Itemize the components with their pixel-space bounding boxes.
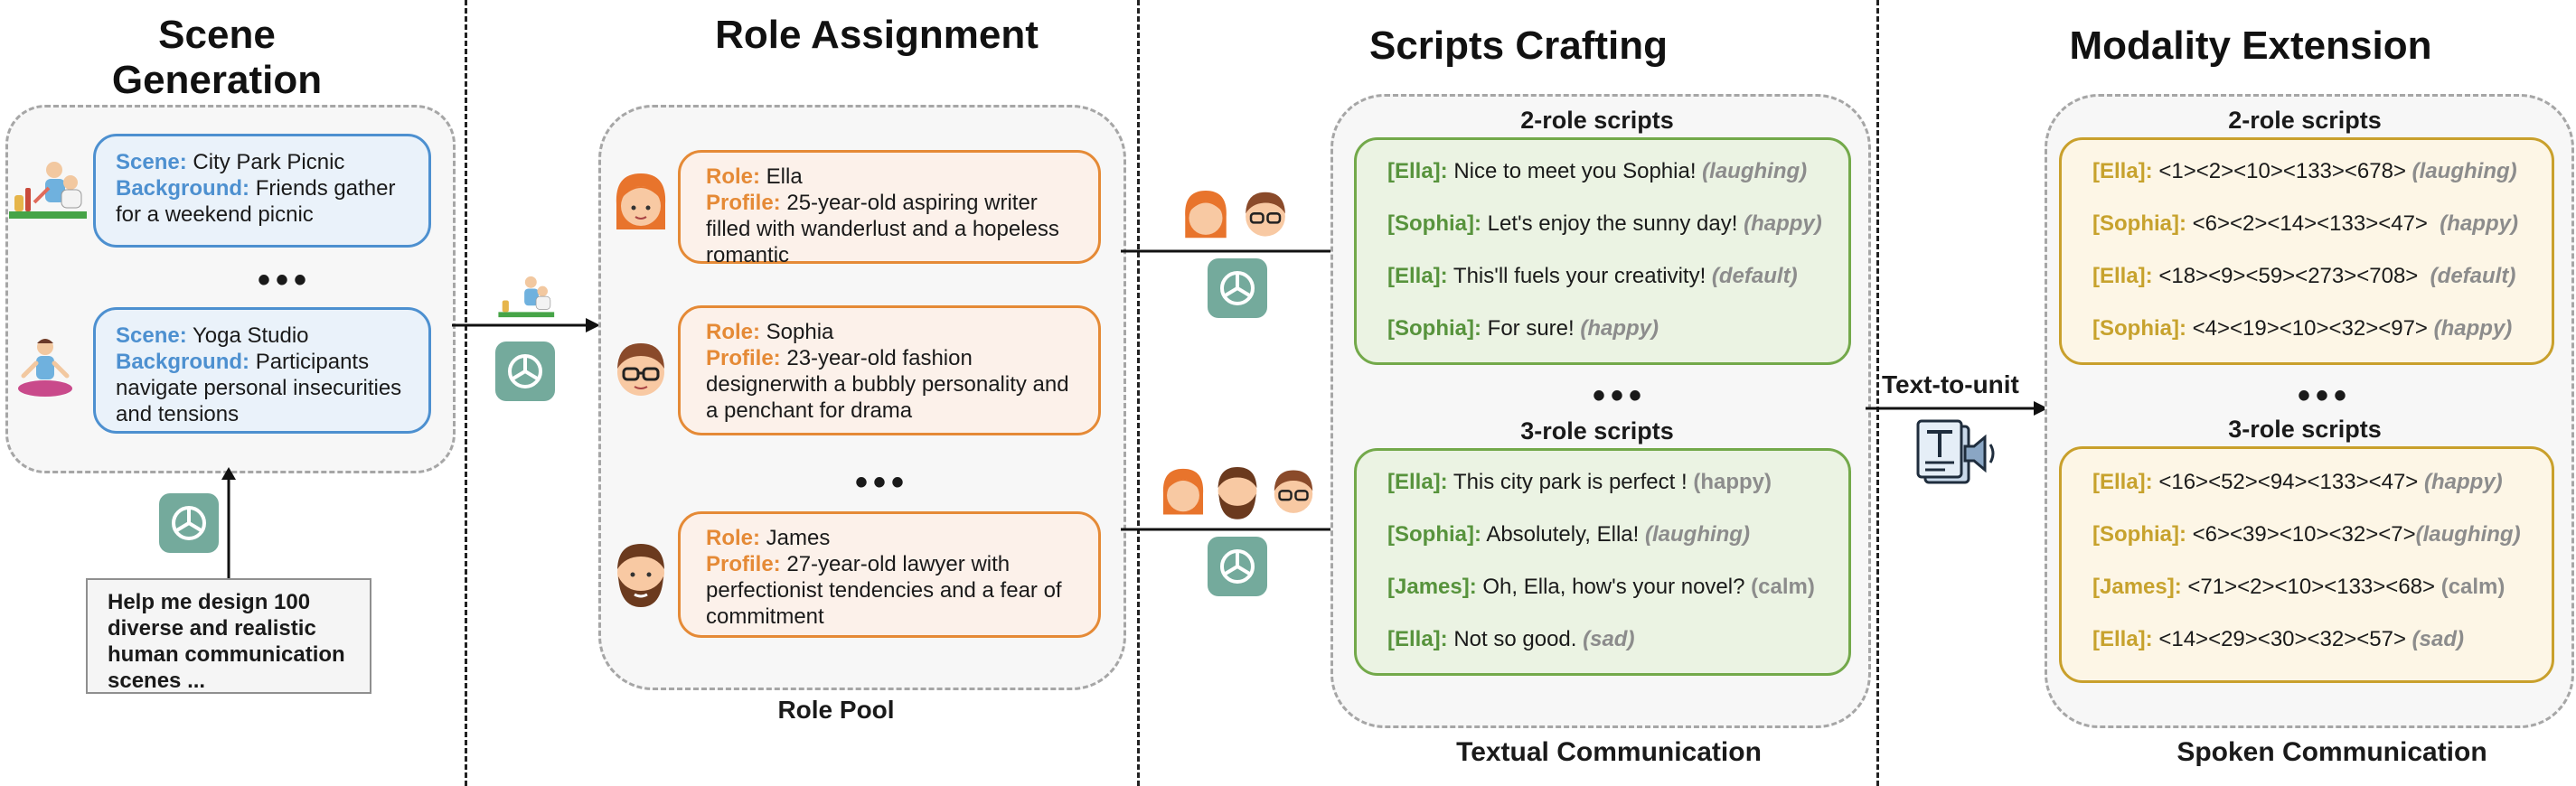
avatar-ella-small-icon bbox=[1162, 468, 1204, 515]
background-key: Background: bbox=[116, 350, 250, 374]
profile-text: 25-year-old aspiring writer filled with … bbox=[706, 191, 1059, 267]
profile-key: Profile: bbox=[706, 191, 781, 215]
script-line: [Ella]: Not so good. (sad) bbox=[1387, 627, 1635, 651]
chatgpt-icon bbox=[495, 342, 555, 401]
role-ellipsis: ••• bbox=[855, 463, 910, 502]
two-role-unit-card: [Ella]: <1><2><10><133><678> (laughing) … bbox=[2059, 137, 2554, 365]
role-name: James bbox=[766, 526, 831, 550]
textual-communication-caption: Textual Communication bbox=[1456, 737, 1762, 767]
profile-text: 27-year-old lawyer with perfectionist te… bbox=[706, 552, 1062, 629]
role-card-sophia: Role: Sophia Profile: 23-year-old fashio… bbox=[678, 305, 1101, 435]
script-line: [Ella]: This city park is perfect ! (hap… bbox=[1387, 470, 1772, 494]
stage-divider-3 bbox=[1876, 0, 1879, 786]
title-role-assignment: Role Assignment bbox=[715, 13, 1039, 57]
prompt-box: Help me design 100 diverse and realistic… bbox=[86, 578, 371, 694]
scene-ellipsis: ••• bbox=[258, 260, 313, 300]
scene-value: City Park Picnic bbox=[193, 150, 345, 174]
script-line: [Ella]: This'll fuels your creativity! (… bbox=[1387, 264, 1798, 288]
script-line: [Sophia]: Let's enjoy the sunny day! (ha… bbox=[1387, 211, 1822, 236]
three-role-scripts-title: 3-role scripts bbox=[1520, 417, 1674, 444]
unit-line: [Ella]: <1><2><10><133><678> (laughing) bbox=[2092, 159, 2517, 183]
avatar-james-small-icon bbox=[1217, 466, 1257, 519]
profile-text: 23-year-old fashion designerwith a bubbl… bbox=[706, 346, 1069, 423]
script-line: [Ella]: Nice to meet you Sophia! (laughi… bbox=[1387, 159, 1808, 183]
background-key: Background: bbox=[116, 176, 250, 201]
spoken-communication-caption: Spoken Communication bbox=[2176, 737, 2487, 767]
unit-line: [Sophia]: <6><2><14><133><47> (happy) bbox=[2092, 211, 2518, 236]
avatar-ella-small-icon bbox=[1185, 191, 1227, 239]
chatgpt-icon bbox=[159, 493, 219, 553]
script-line: [Sophia]: For sure! (happy) bbox=[1387, 316, 1659, 341]
units-ellipsis: ••• bbox=[2298, 376, 2353, 416]
avatar-ella-icon bbox=[616, 173, 666, 229]
avatar-sophia-small-icon bbox=[1274, 470, 1313, 513]
two-role-script-card: [Ella]: Nice to meet you Sophia! (laughi… bbox=[1354, 137, 1851, 365]
role-key: Role: bbox=[706, 526, 760, 550]
prompt-arrow bbox=[221, 467, 236, 579]
two-role-scripts-title: 2-role scripts bbox=[1520, 107, 1674, 134]
script-line: [Sophia]: Absolutely, Ella! (laughing) bbox=[1387, 522, 1750, 547]
chatgpt-icon bbox=[1208, 258, 1267, 318]
title-modality-extension: Modality Extension bbox=[2069, 23, 2432, 68]
unit-line: [James]: <71><2><10><133><68> (calm) bbox=[2092, 575, 2505, 599]
role-name: Sophia bbox=[766, 320, 834, 344]
chatgpt-icon bbox=[1208, 537, 1267, 596]
unit-line: [Sophia]: <6><39><10><32><7>(laughing) bbox=[2092, 522, 2521, 547]
yoga-icon bbox=[18, 339, 72, 397]
background-value: Participants navigate personal insecurit… bbox=[116, 350, 402, 426]
script-line: [James]: Oh, Ella, how's your novel? (ca… bbox=[1387, 575, 1815, 599]
unit-line: [Ella]: <16><52><94><133><47> (happy) bbox=[2092, 470, 2503, 494]
title-scripts-crafting: Scripts Crafting bbox=[1368, 23, 1669, 68]
profile-key: Profile: bbox=[706, 346, 781, 370]
three-role-units-title: 3-role scripts bbox=[2228, 416, 2382, 443]
title-scene-generation: Scene Generation bbox=[111, 13, 323, 102]
text-to-unit-label: Text-to-unit bbox=[1882, 370, 2019, 398]
text-to-unit-arrow bbox=[1866, 401, 2048, 416]
picnic-icon bbox=[9, 162, 87, 219]
two-role-units-title: 2-role scripts bbox=[2228, 107, 2382, 134]
profile-key: Profile: bbox=[706, 552, 781, 576]
unit-line: [Sophia]: <4><19><10><32><97> (happy) bbox=[2092, 316, 2513, 341]
three-role-unit-card: [Ella]: <16><52><94><133><47> (happy) [S… bbox=[2059, 446, 2554, 683]
role-key: Role: bbox=[706, 320, 760, 344]
scene-to-role-arrow bbox=[452, 318, 600, 332]
scene-key: Scene: bbox=[116, 323, 187, 348]
stage-divider-2 bbox=[1137, 0, 1140, 786]
three-role-script-card: [Ella]: This city park is perfect ! (hap… bbox=[1354, 448, 1851, 676]
scene-value: Yoga Studio bbox=[192, 323, 309, 348]
role-card-james: Role: James Profile: 27-year-old lawyer … bbox=[678, 511, 1101, 638]
scene-card-2: Scene: Yoga Studio Background: Participa… bbox=[93, 307, 431, 434]
scene-card-1: Scene: City Park Picnic Background: Frie… bbox=[93, 134, 431, 248]
background-value: Friends gather for a weekend picnic bbox=[116, 176, 396, 227]
unit-line: [Ella]: <14><29><30><32><57> (sad) bbox=[2092, 627, 2464, 651]
role-name: Ella bbox=[766, 164, 803, 189]
stage-divider-1 bbox=[465, 0, 467, 786]
unit-line: [Ella]: <18><9><59><273><708> (default) bbox=[2092, 264, 2516, 288]
role-card-ella: Role: Ella Profile: 25-year-old aspiring… bbox=[678, 150, 1101, 267]
picnic-small-icon bbox=[498, 276, 555, 318]
role-pool-caption: Role Pool bbox=[777, 696, 895, 724]
avatar-sophia-small-icon bbox=[1246, 192, 1285, 237]
avatar-james-icon bbox=[617, 544, 664, 607]
role-key: Role: bbox=[706, 164, 760, 189]
scene-key: Scene: bbox=[116, 150, 187, 174]
scripts-ellipsis: ••• bbox=[1593, 376, 1648, 416]
text-to-speech-icon bbox=[1916, 419, 1995, 484]
avatar-sophia-icon bbox=[617, 343, 664, 396]
